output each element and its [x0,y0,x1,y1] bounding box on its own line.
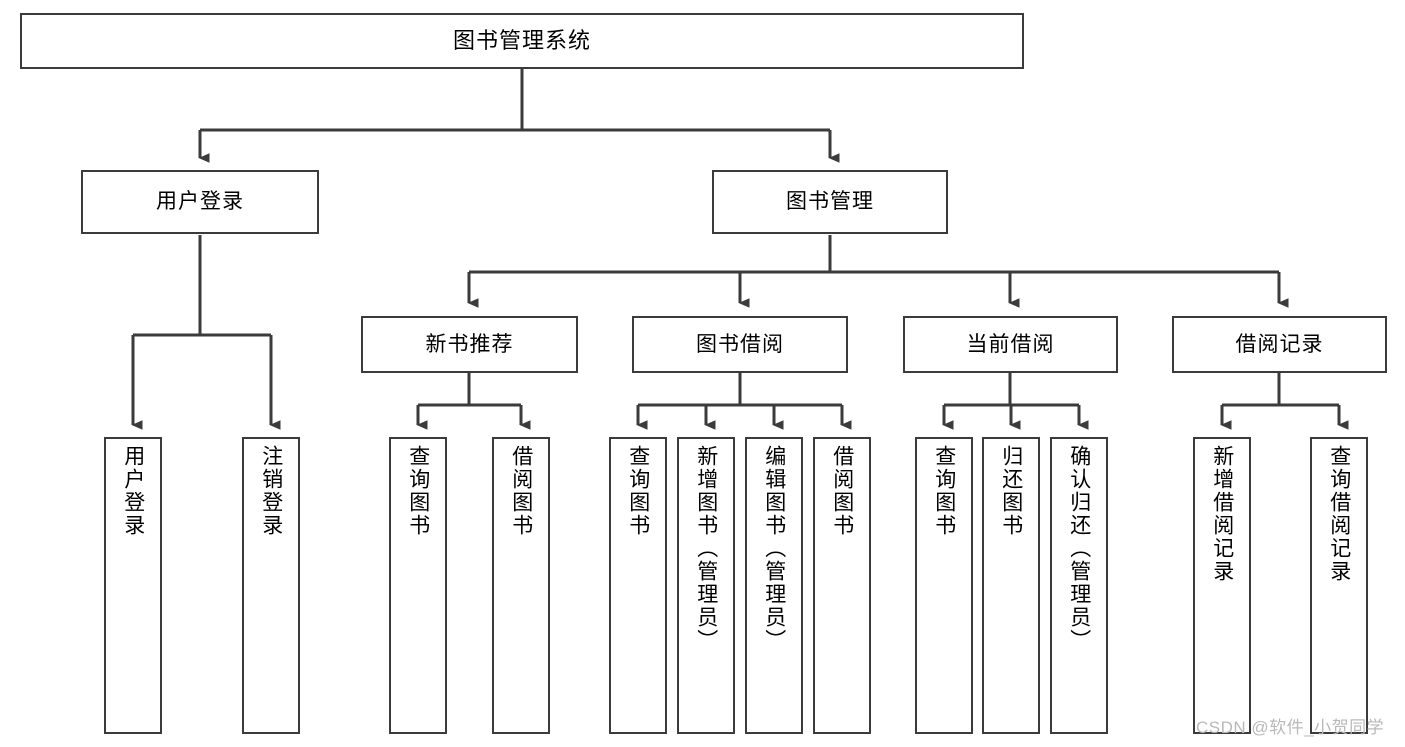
leaf-borrow-record-add-record[interactable]: 新增借阅记录 [1193,437,1251,734]
node-label: 编辑图书（管理员） [762,445,786,652]
node-label: 查询图书 [626,445,650,537]
node-label: 用户登录 [121,445,145,537]
node-current-borrow[interactable]: 当前借阅 [903,316,1118,373]
node-borrow-record[interactable]: 借阅记录 [1172,316,1387,373]
leaf-user-login-logout[interactable]: 注销登录 [242,437,300,734]
node-label: 新书推荐 [425,332,514,356]
node-root-book-management-system[interactable]: 图书管理系统 [20,13,1024,69]
watermark-text: CSDN @软件_小贺同学 [1196,718,1385,737]
node-label: 借阅记录 [1235,332,1324,356]
leaf-current-borrow-query-book[interactable]: 查询图书 [915,437,973,734]
node-label: 借阅图书 [830,445,854,537]
node-label: 归还图书 [999,445,1023,537]
node-label: 图书管理系统 [452,27,591,53]
node-user-login[interactable]: 用户登录 [81,170,319,234]
node-label: 查询借阅记录 [1327,445,1351,583]
node-label: 图书借阅 [696,332,784,356]
leaf-current-borrow-confirm-return-admin[interactable]: 确认归还（管理员） [1050,437,1108,734]
leaf-new-book-borrow-book[interactable]: 借阅图书 [492,437,550,734]
node-label: 当前借阅 [966,332,1055,356]
node-label: 新增图书（管理员） [694,445,718,652]
node-label: 查询图书 [406,445,430,537]
leaf-book-borrow-borrow-book[interactable]: 借阅图书 [813,437,871,734]
node-book-borrow[interactable]: 图书借阅 [632,316,848,373]
leaf-book-borrow-edit-book-admin[interactable]: 编辑图书（管理员） [745,437,803,734]
node-label: 确认归还（管理员） [1067,445,1091,652]
leaf-new-book-query-book[interactable]: 查询图书 [389,437,447,734]
node-book-management[interactable]: 图书管理 [712,170,948,234]
node-label: 图书管理 [786,190,874,214]
node-label: 查询图书 [932,445,956,537]
leaf-book-borrow-query-book[interactable]: 查询图书 [609,437,667,734]
leaf-borrow-record-query-record[interactable]: 查询借阅记录 [1310,437,1368,734]
node-new-book-recommend[interactable]: 新书推荐 [361,316,578,373]
leaf-current-borrow-return-book[interactable]: 归还图书 [982,437,1040,734]
node-label: 注销登录 [259,445,283,537]
leaf-user-login-login[interactable]: 用户登录 [104,437,162,734]
node-label: 借阅图书 [509,445,533,537]
node-label: 新增借阅记录 [1210,445,1234,583]
leaf-book-borrow-add-book-admin[interactable]: 新增图书（管理员） [677,437,735,734]
node-label: 用户登录 [156,190,244,214]
